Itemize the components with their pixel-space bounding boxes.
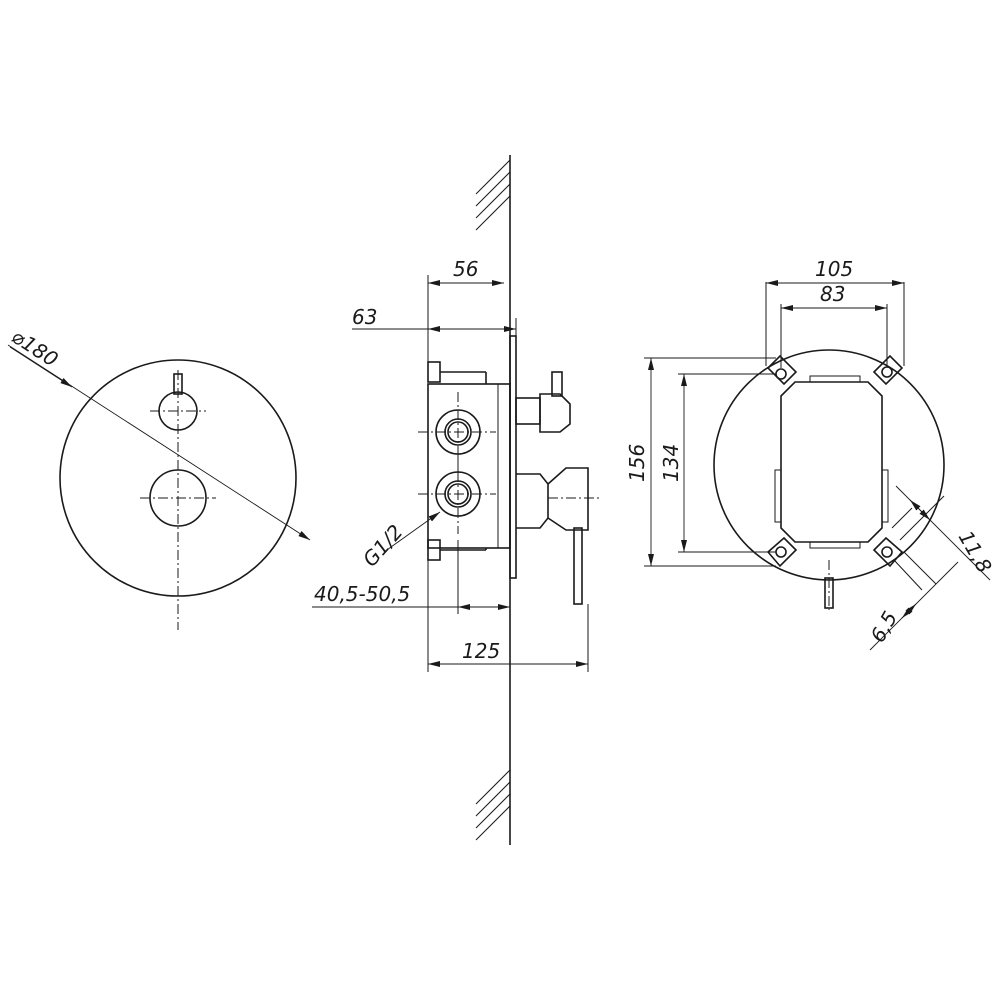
- dim-6-5-label: 6,5: [866, 607, 903, 647]
- diameter-label: ⌀180: [7, 324, 62, 371]
- mounting-slot-br: [872, 536, 904, 568]
- rear-box-outline: [780, 381, 883, 543]
- upper-handle: [515, 371, 571, 433]
- rear-view: 105 83 156 134 11,8 6,5: [625, 257, 997, 651]
- dim-105-label: 105: [815, 257, 853, 281]
- dim-install-range-label: 40,5-50,5: [314, 582, 410, 606]
- dim-125-label: 125: [462, 639, 500, 663]
- dim-63-label: 63: [352, 305, 377, 329]
- dim-11-8-label: 11,8: [954, 527, 997, 578]
- diameter-dimension-line: [7, 344, 311, 541]
- dim-156-label: 156: [625, 444, 649, 482]
- dim-134-label: 134: [659, 444, 683, 482]
- dim-56-label: 56: [453, 257, 478, 281]
- dim-83-label: 83: [820, 282, 845, 306]
- front-view: ⌀180: [7, 324, 311, 630]
- thread-leader: [383, 511, 441, 553]
- cover-plate-side: [509, 335, 517, 579]
- mounting-tab-bottom: [427, 539, 441, 561]
- wall-hatch-bottom: [475, 769, 511, 841]
- side-view: 56 63 G1/2 40,5-50,5 125: [312, 155, 600, 845]
- upper-lever: [173, 373, 183, 395]
- rear-plate-outline: [713, 349, 945, 581]
- mounting-tab-top: [427, 361, 441, 383]
- wall-hatch-top: [475, 159, 511, 231]
- thread-label: G1/2: [358, 520, 408, 571]
- mounting-slot-tr: [872, 354, 904, 386]
- lower-lever-handle: [516, 467, 600, 605]
